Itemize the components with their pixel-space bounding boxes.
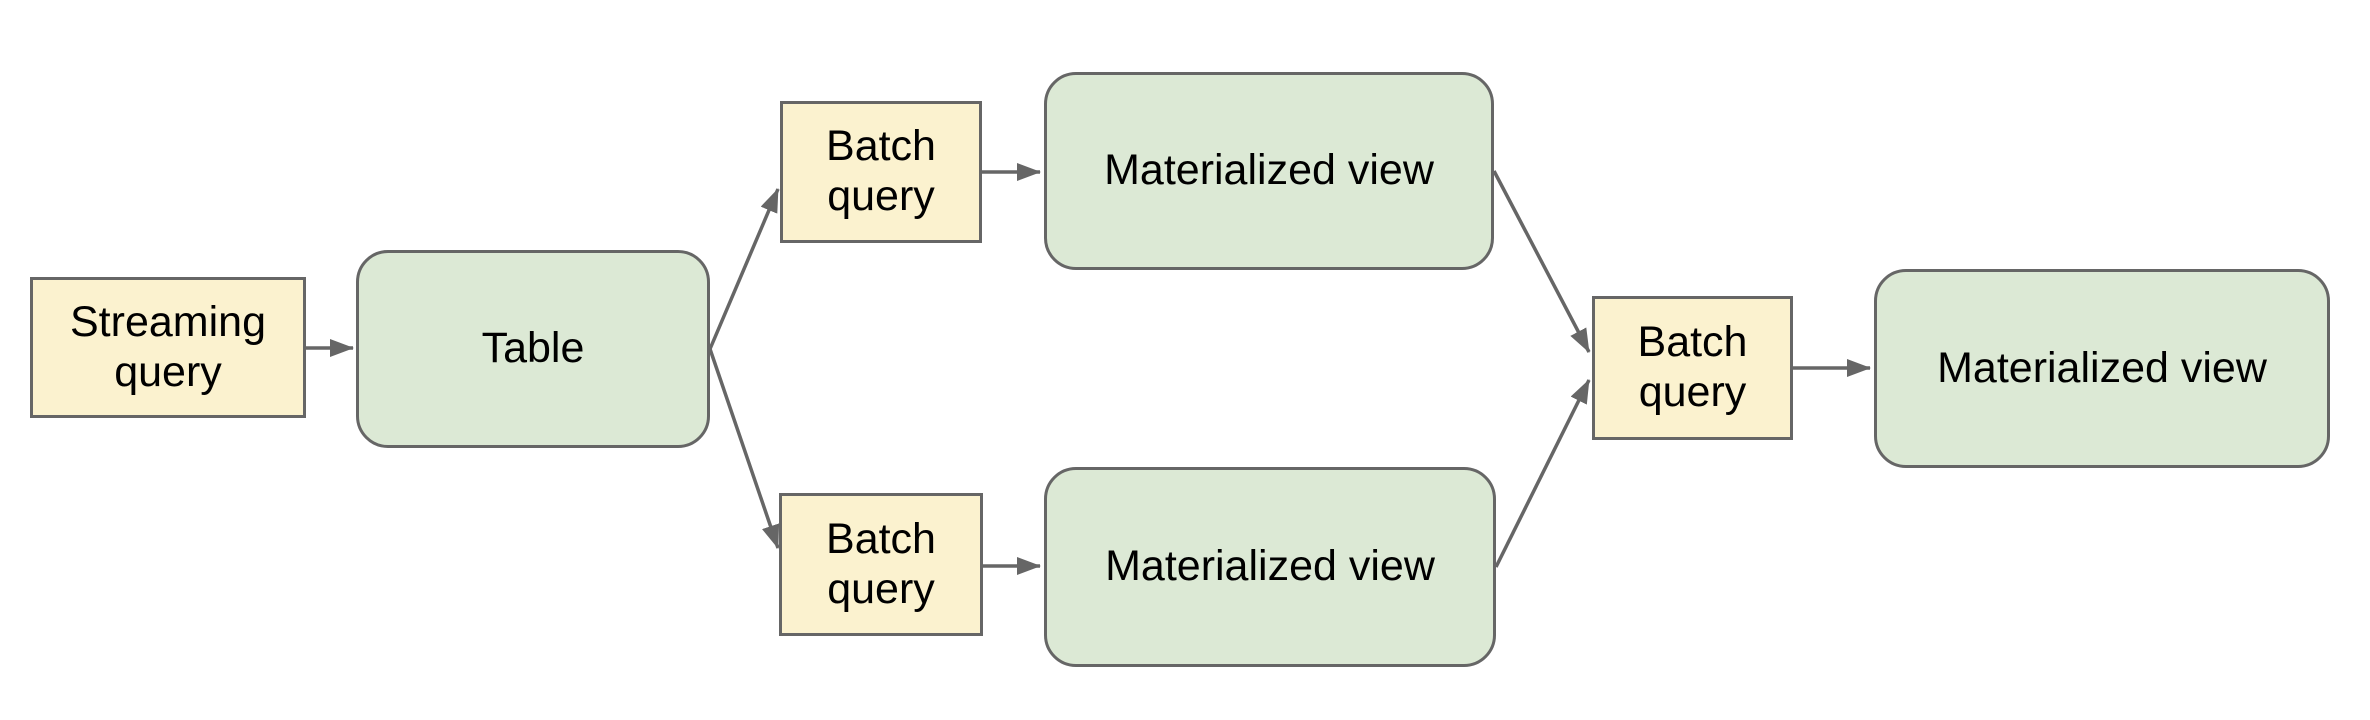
node-batch-query-bottom: Batch query [779,493,983,636]
arrow-table-to-batch-query-bottom [708,348,780,549]
node-streaming-query: Streaming query [30,277,306,418]
node-materialized-view-bottom-label: Materialized view [1105,542,1435,591]
node-batch-query-bottom-label: Batch query [826,514,936,613]
node-materialized-view-final: Materialized view [1874,269,2330,468]
node-table-label: Table [481,324,585,373]
arrow-table-to-batch-query-top [708,188,780,350]
arrow-mv-bottom-to-batch-query-final [1494,379,1591,568]
node-batch-query-final: Batch query [1592,296,1793,440]
node-materialized-view-top: Materialized view [1044,72,1494,270]
node-materialized-view-bottom: Materialized view [1044,467,1496,667]
node-batch-query-final-label: Batch query [1637,318,1748,416]
node-materialized-view-final-label: Materialized view [1937,343,2267,392]
node-batch-query-top-label: Batch query [826,122,936,220]
node-streaming-query-label: Streaming query [70,297,266,396]
node-materialized-view-top-label: Materialized view [1104,146,1434,195]
node-table: Table [356,250,710,448]
node-batch-query-top: Batch query [780,101,982,243]
arrow-mv-top-to-batch-query-final [1492,170,1591,353]
